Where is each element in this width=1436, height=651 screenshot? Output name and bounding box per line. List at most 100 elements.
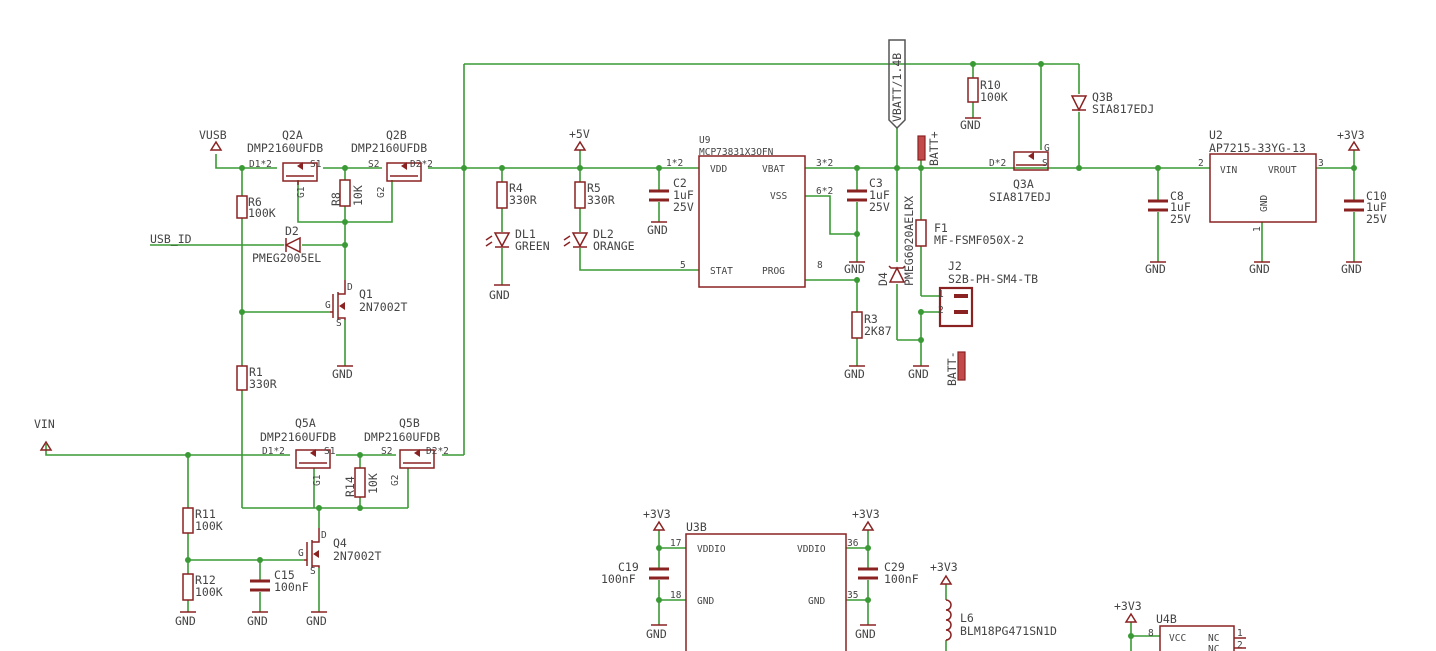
capacitor-c29 bbox=[858, 567, 878, 580]
label-pin_labels-d2_2: D2*2 bbox=[426, 446, 449, 457]
vbatt-net-flag: VBATT/1.4B bbox=[888, 39, 906, 130]
label-parts-r3-ref: R3 bbox=[864, 312, 878, 326]
mosfet-q2b bbox=[386, 162, 422, 182]
label-parts-u4b-nc2: NC bbox=[1208, 644, 1219, 651]
led-dl2 bbox=[563, 232, 589, 248]
label-parts-c8-val2: 25V bbox=[1170, 212, 1191, 226]
label-power-p3v3: +3V3 bbox=[1337, 128, 1365, 142]
label-power-vin: VIN bbox=[34, 417, 55, 431]
label-parts-j2-val: S2B-PH-SM4-TB bbox=[948, 272, 1038, 286]
label-pin_labels-g2: G2 bbox=[390, 475, 401, 486]
capacitor-c19 bbox=[649, 567, 669, 580]
power-symbols: VUSB VIN +5V +3V3 +3V3 +3V3 +3V3 +3V3 GN… bbox=[34, 117, 1365, 641]
label-parts-q5b-ref: Q5B bbox=[399, 416, 420, 430]
mosfet-q2a bbox=[282, 162, 318, 185]
label-parts-q3b-ref: Q3B bbox=[1092, 90, 1113, 104]
resistor-r12 bbox=[182, 573, 194, 601]
label-parts-q2a-ref: Q2A bbox=[282, 128, 303, 142]
label-parts-u3b-vddio_r: VDDIO bbox=[797, 544, 826, 555]
label-parts-u9-prog: PROG bbox=[762, 266, 785, 277]
label-parts-u4b-nc: NC bbox=[1208, 633, 1219, 644]
label-parts-r11-ref: R11 bbox=[195, 507, 216, 521]
label-parts-u9-vdd: VDD bbox=[710, 164, 727, 175]
resistor-r4 bbox=[496, 181, 508, 209]
ic-u3b bbox=[685, 533, 847, 651]
label-parts-c29-val: 100nF bbox=[884, 572, 919, 586]
diode-d2 bbox=[284, 236, 301, 254]
label-parts-r14-val: 10K bbox=[366, 473, 380, 494]
label-parts-c2-ref: C2 bbox=[673, 176, 687, 190]
label-parts-j2-pin1: 1 bbox=[938, 289, 944, 300]
capacitor-c2 bbox=[649, 189, 669, 202]
label-pin_labels-g: G bbox=[325, 300, 331, 311]
label-parts-r12-ref: R12 bbox=[195, 573, 216, 587]
label-power-gnd: GND bbox=[844, 367, 865, 381]
label-parts-r8-ref: R8 bbox=[329, 192, 343, 206]
label-parts-l6-ref: L6 bbox=[960, 611, 974, 625]
label-pin_labels-s: S bbox=[310, 566, 316, 577]
label-parts-u9-pin_vss: 6*2 bbox=[816, 186, 833, 197]
diode-d4 bbox=[888, 265, 906, 283]
label-parts-u9-pin_vdd: 1*2 bbox=[666, 158, 683, 169]
label-parts-f1-val: MF-FSMF050X-2 bbox=[934, 233, 1024, 247]
label-parts-u2-pin_gnd: 1 bbox=[1252, 226, 1263, 232]
label-parts-r4-val: 330R bbox=[509, 193, 537, 207]
label-power-batt_plus: BATT+ bbox=[927, 131, 941, 166]
label-parts-u3b-gnd_r: GND bbox=[808, 596, 825, 607]
label-parts-dl2-val: ORANGE bbox=[593, 239, 635, 253]
label-parts-u2-pin_vin: 2 bbox=[1198, 158, 1204, 169]
resistor-r5 bbox=[574, 181, 586, 209]
label-parts-r5-val: 330R bbox=[587, 193, 615, 207]
label-parts-c3-ref: C3 bbox=[869, 176, 883, 190]
label-parts-q5b-val: DMP2160UFDB bbox=[364, 430, 440, 444]
label-parts-r1-val: 330R bbox=[249, 377, 277, 391]
regulator-u2 bbox=[1209, 153, 1317, 223]
mosfet-q5a bbox=[295, 449, 331, 469]
label-pin_labels-s: S bbox=[336, 318, 342, 329]
label-parts-u2-pin_vrout: 3 bbox=[1318, 158, 1324, 169]
resistor-r14 bbox=[354, 467, 366, 498]
label-parts-u2-val: AP7215-33YG-13 bbox=[1209, 141, 1306, 155]
label-parts-d2-val: PMEG2005EL bbox=[252, 251, 321, 265]
label-parts-u3b-pin17: 17 bbox=[670, 538, 681, 549]
net-usb-id: USB_ID bbox=[150, 232, 192, 246]
label-parts-c10-val2: 25V bbox=[1366, 212, 1387, 226]
label-parts-u3b-ref: U3B bbox=[686, 520, 707, 534]
label-parts-u3b-gnd_l: GND bbox=[697, 596, 714, 607]
label-parts-f1-ref: F1 bbox=[934, 221, 948, 235]
label-parts-d2-ref: D2 bbox=[285, 224, 299, 238]
label-parts-c15-val: 100nF bbox=[274, 580, 309, 594]
label-parts-c2-val2: 25V bbox=[673, 200, 694, 214]
label-power-p5v: +5V bbox=[569, 127, 590, 141]
label-parts-u9-stat: STAT bbox=[710, 266, 733, 277]
label-parts-u9-pin_stat: 5 bbox=[680, 260, 686, 271]
label-power-gnd: GND bbox=[908, 367, 929, 381]
label-parts-u2-gnd: GND bbox=[1259, 195, 1270, 212]
mosfet-q5b bbox=[399, 449, 435, 469]
mosfet-q4 bbox=[304, 528, 320, 568]
junctions bbox=[185, 61, 1357, 639]
label-pin_labels-d: D bbox=[347, 282, 353, 293]
label-parts-c10-ref: C10 bbox=[1366, 189, 1387, 203]
label-parts-q5a-val: DMP2160UFDB bbox=[260, 430, 336, 444]
label-parts-q2a-val: DMP2160UFDB bbox=[247, 141, 323, 155]
label-pin_labels-s1: S1 bbox=[310, 159, 322, 170]
label-parts-u9-vss: VSS bbox=[770, 191, 787, 202]
label-parts-dl1-val: GREEN bbox=[515, 239, 550, 253]
label-parts-u2-vrout: VROUT bbox=[1268, 165, 1297, 176]
label-parts-u4b-pin8: 8 bbox=[1148, 628, 1154, 639]
battery-minus-testpoint bbox=[957, 351, 966, 381]
label-parts-u9-vbat: VBAT bbox=[762, 164, 785, 175]
label-parts-u3b-pin36: 36 bbox=[847, 538, 859, 549]
label-parts-d4-val: PMEG6020AELRX bbox=[902, 196, 916, 286]
label-power-gnd: GND bbox=[647, 223, 668, 237]
label-parts-c19-val: 100nF bbox=[601, 572, 636, 586]
diode-q3b bbox=[1070, 95, 1088, 112]
inductor-l6 bbox=[945, 599, 952, 641]
label-parts-q3b-val: SIA817EDJ bbox=[1092, 102, 1154, 116]
label-parts-r1-ref: R1 bbox=[249, 365, 263, 379]
label-parts-j2-pin2: 2 bbox=[938, 305, 944, 316]
label-parts-l6-val: BLM18PG471SN1D bbox=[960, 624, 1057, 638]
label-power-gnd: GND bbox=[1341, 262, 1362, 276]
